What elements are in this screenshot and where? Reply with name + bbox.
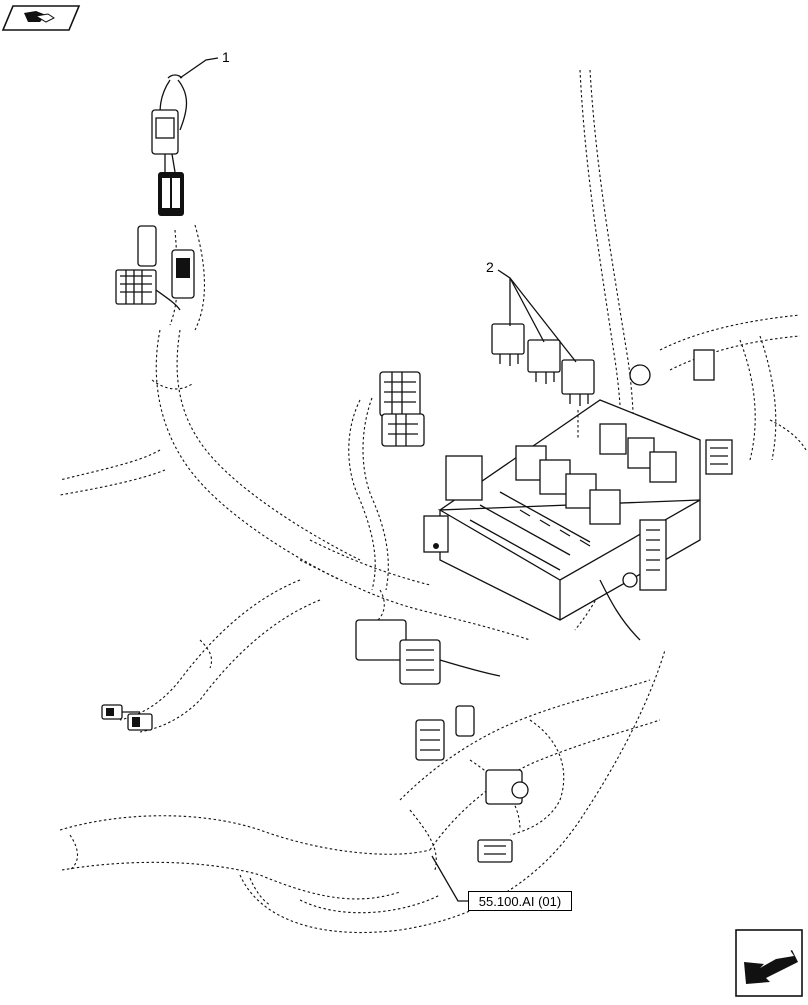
leader-lines <box>179 57 577 902</box>
reference-link[interactable]: 55.100.AI (01) <box>468 891 572 911</box>
connector-cluster-left[interactable] <box>115 225 195 311</box>
connector-multipin-upper[interactable] <box>379 371 425 447</box>
relay-a <box>491 323 525 366</box>
callout-2-label: 2 <box>486 259 494 275</box>
next-page-arrow-icon[interactable] <box>735 929 803 997</box>
connector-pair-lower-left[interactable] <box>101 704 153 731</box>
relay-c <box>561 359 595 406</box>
fuse-relay-box[interactable] <box>423 349 733 641</box>
actuator-module[interactable] <box>355 619 501 685</box>
book-pointer-icon[interactable] <box>1 5 81 31</box>
relay-items-2[interactable] <box>491 323 595 440</box>
callout-1-label: 1 <box>222 49 230 65</box>
connector-1-assembly[interactable] <box>151 74 188 216</box>
relay-b <box>527 339 561 384</box>
connector-cluster-centre[interactable] <box>415 705 529 863</box>
